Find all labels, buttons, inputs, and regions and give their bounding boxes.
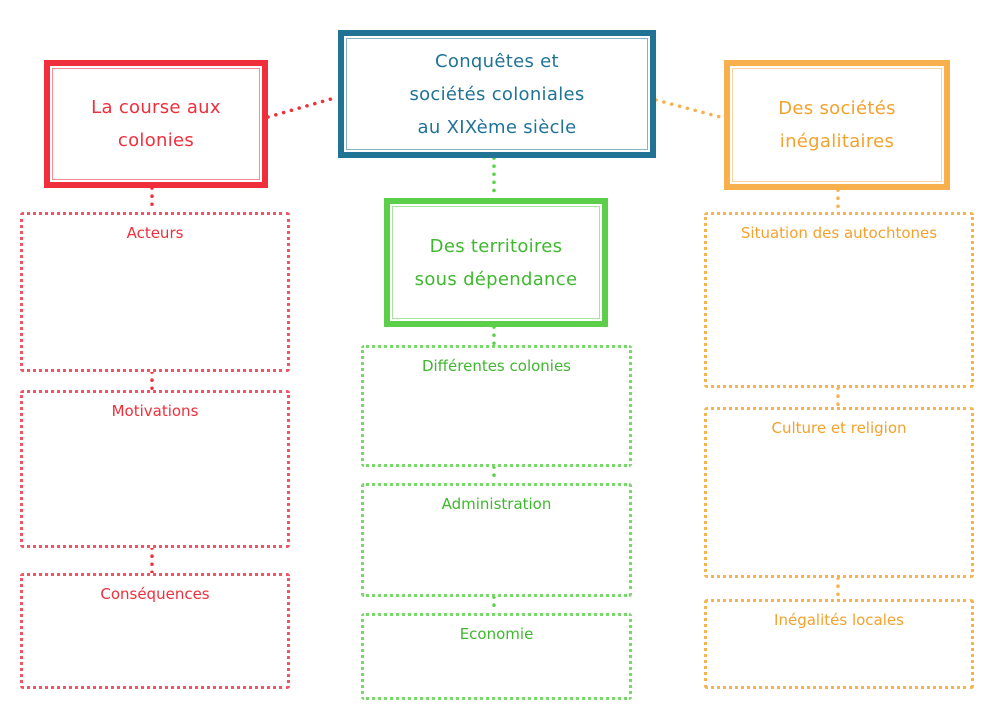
- right-topic-line-1: Des sociétés: [778, 98, 896, 119]
- middle-topic-box: Des territoires sous dépendance: [384, 198, 608, 327]
- connector-center-right: [654, 98, 726, 120]
- middle-topic-title: Des territoires sous dépendance: [415, 230, 578, 296]
- middle-section-economie[interactable]: Economie: [361, 613, 632, 700]
- center-topic-box: Conquêtes et sociétés coloniales au XIXè…: [338, 30, 656, 158]
- left-section-label: Conséquences: [100, 585, 210, 603]
- right-section-label: Culture et religion: [771, 419, 907, 437]
- right-topic-line-2: inégalitaires: [779, 131, 895, 152]
- left-topic-line-1: La course aux: [91, 97, 221, 118]
- center-topic-line-1: Conquêtes et: [435, 50, 559, 72]
- center-topic-title: Conquêtes et sociétés coloniales au XIXè…: [409, 45, 584, 144]
- middle-section-label: Différentes colonies: [421, 357, 572, 375]
- middle-section-label: Economie: [459, 625, 534, 643]
- middle-section-colonies[interactable]: Différentes colonies: [361, 345, 632, 467]
- right-topic-box: Des sociétés inégalitaires: [724, 60, 950, 190]
- right-section-autochtones[interactable]: Situation des autochtones: [704, 212, 974, 388]
- left-topic-box: La course aux colonies: [44, 60, 268, 188]
- middle-topic-line-1: Des territoires: [429, 235, 563, 257]
- middle-topic-line-2: sous dépendance: [414, 268, 578, 290]
- left-topic-line-2: colonies: [117, 130, 195, 151]
- center-topic-line-3: au XIXème siècle: [417, 116, 577, 138]
- right-topic-title: Des sociétés inégalitaires: [778, 92, 896, 158]
- right-section-label: Situation des autochtones: [740, 224, 938, 242]
- left-section-label: Motivations: [111, 402, 199, 420]
- middle-section-administration[interactable]: Administration: [361, 483, 632, 597]
- left-section-acteurs[interactable]: Acteurs: [20, 212, 290, 372]
- left-topic-title: La course aux colonies: [91, 91, 221, 157]
- center-topic-line-2: sociétés coloniales: [409, 83, 585, 105]
- left-section-consequences[interactable]: Conséquences: [20, 573, 290, 689]
- left-section-motivations[interactable]: Motivations: [20, 390, 290, 548]
- middle-section-label: Administration: [441, 495, 552, 513]
- right-section-culture[interactable]: Culture et religion: [704, 407, 974, 578]
- right-section-inegalites[interactable]: Inégalités locales: [704, 599, 974, 689]
- connector-center-left: [266, 95, 340, 119]
- right-section-label: Inégalités locales: [774, 611, 904, 629]
- left-section-label: Acteurs: [126, 224, 184, 242]
